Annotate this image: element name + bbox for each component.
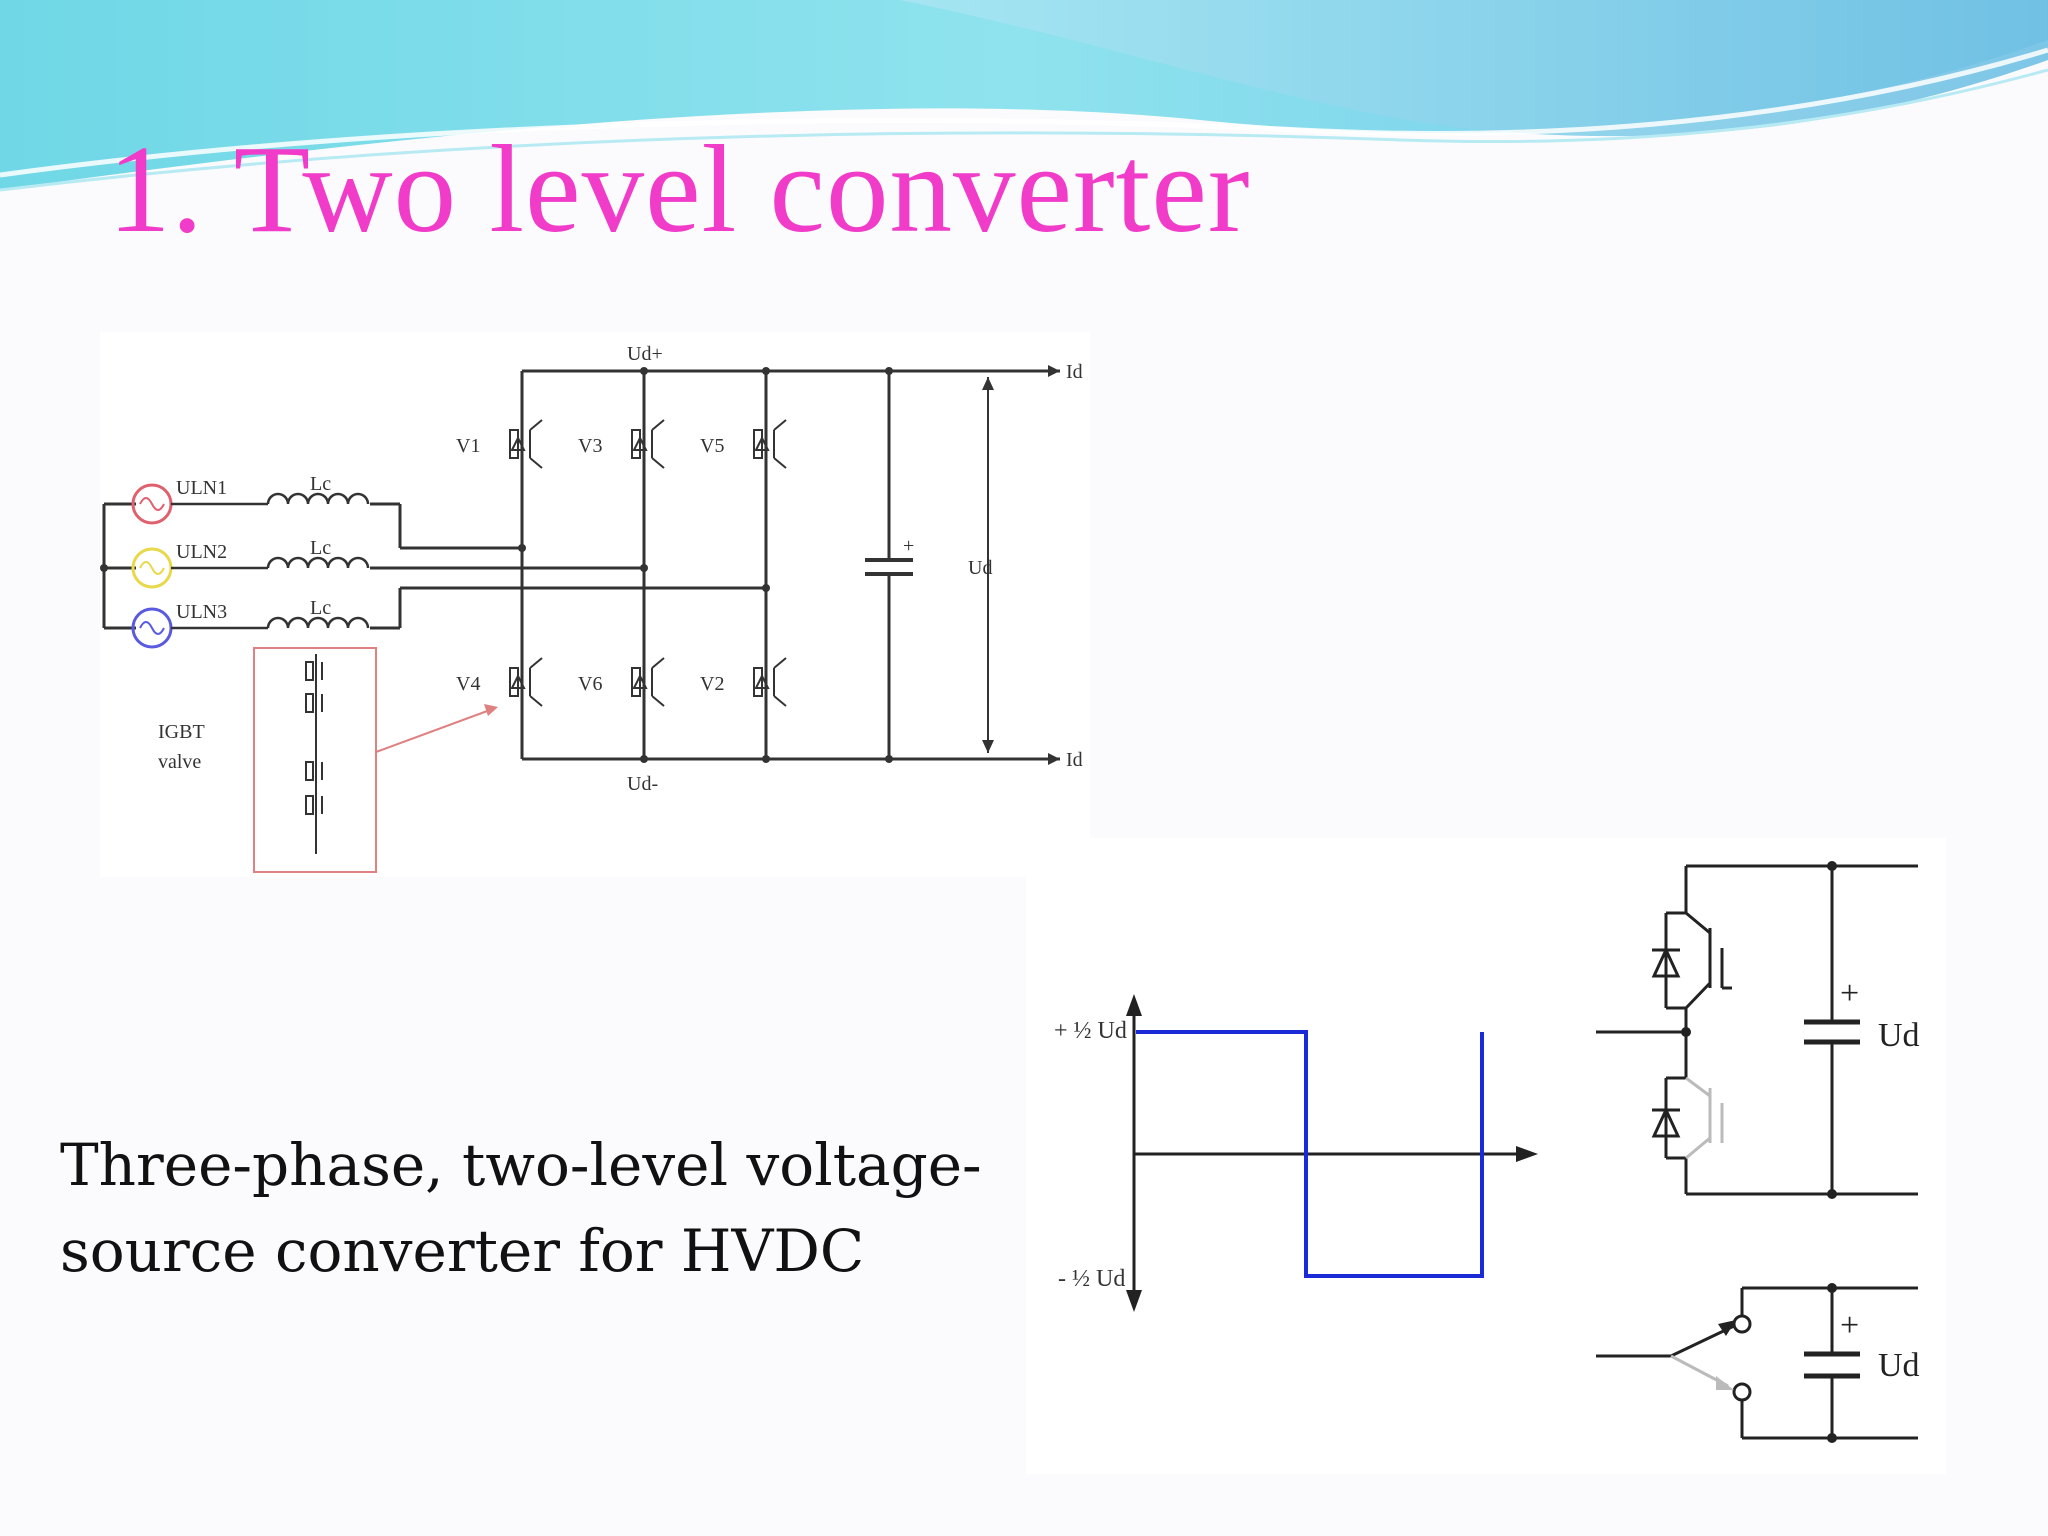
valve-label-v4: V4	[456, 673, 480, 695]
inductor-label-2: Lc	[310, 537, 331, 559]
inductor-label-1: Lc	[310, 473, 331, 495]
converter-leg	[1596, 864, 1918, 1196]
inductor-icons	[171, 492, 370, 630]
valve-label-v1: V1	[456, 435, 480, 457]
three-phase-converter-diagram: Ud+ Ud- Id Id Ud + ULN1 ULN2 ULN3 Lc Lc …	[100, 332, 1090, 877]
minus-half-ud-label: - ½ Ud	[1058, 1266, 1125, 1292]
capacitor-plus: +	[903, 535, 914, 557]
diagram-caption: Three-phase, two-level voltage- source c…	[60, 1122, 1020, 1294]
switch-equivalent	[1596, 1286, 1918, 1440]
igbt-label-line1: IGBT	[158, 721, 205, 743]
dc-bottom-label: Ud-	[627, 773, 658, 795]
slide-title: 1. Two level converter	[108, 121, 1251, 259]
switch-ud-label: Ud	[1878, 1347, 1920, 1384]
valve-label-v3: V3	[578, 435, 602, 457]
source-label-2: ULN2	[176, 541, 227, 563]
leg-ud-label: Ud	[1878, 1017, 1920, 1054]
source-label-1: ULN1	[176, 477, 227, 499]
caption-line-1: Three-phase, two-level voltage-	[60, 1131, 982, 1199]
source-label-3: ULN3	[176, 601, 227, 623]
valve-label-v5: V5	[700, 435, 724, 457]
leg-plus: +	[1840, 975, 1859, 1012]
dc-current-top-label: Id	[1066, 361, 1083, 383]
igbt-label-line2: valve	[158, 751, 201, 773]
square-waveform	[1136, 1030, 1484, 1278]
caption-line-2: source converter for HVDC	[60, 1217, 865, 1285]
header-wave	[0, 0, 2048, 192]
igbt-switch-icons	[305, 419, 787, 854]
dc-voltage-label: Ud	[968, 557, 992, 579]
valve-label-v6: V6	[578, 673, 602, 695]
switch-plus: +	[1840, 1307, 1859, 1344]
dc-top-label: Ud+	[627, 343, 663, 365]
dc-current-bottom-label: Id	[1066, 749, 1083, 771]
valve-label-v2: V2	[700, 673, 724, 695]
inductor-label-3: Lc	[310, 597, 331, 619]
plus-half-ud-label: + ½ Ud	[1054, 1018, 1127, 1044]
two-level-waveform-diagram: + ½ Ud - ½ Ud	[1026, 838, 1946, 1474]
